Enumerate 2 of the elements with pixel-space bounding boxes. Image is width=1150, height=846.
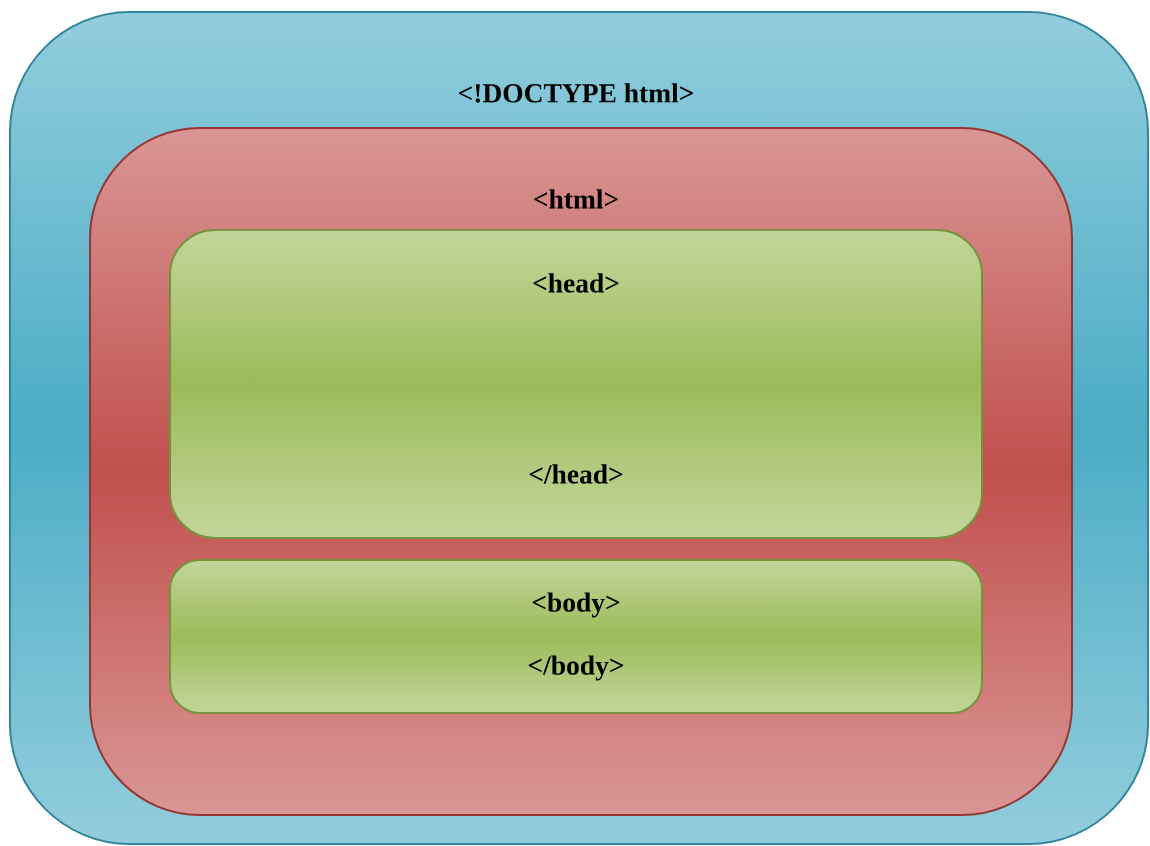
container-box: <body> </body> — [169, 559, 983, 714]
container-box: <head> </head> — [169, 229, 983, 539]
